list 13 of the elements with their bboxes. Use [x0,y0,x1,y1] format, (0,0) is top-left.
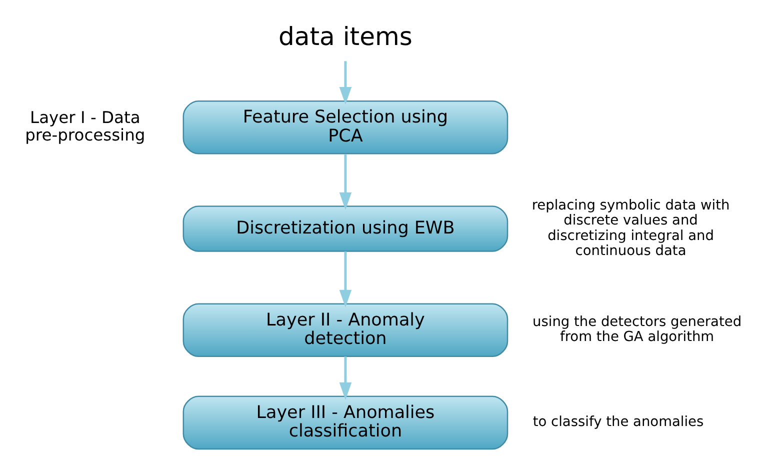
node-box: Feature Selection using PCA [182,100,508,154]
arrow [339,356,352,400]
node-box: Layer III - Anomalies classification [182,395,508,450]
arrow [339,60,352,104]
node-box: Layer II - Anomaly detection [182,302,508,357]
arrow [339,154,352,210]
node-label: using the detectors generated from the GA algorithm [532,314,742,345]
arrow [339,250,352,307]
node-text: data items [278,21,412,50]
label: Layer I - Data pre-processing [25,107,146,144]
node-box: Discretization using EWB [182,205,508,252]
node-label: replacing symbolic data with discrete values and discretizing integral and continuous data [532,197,730,258]
node-label: to classify the anomalies [532,414,704,430]
